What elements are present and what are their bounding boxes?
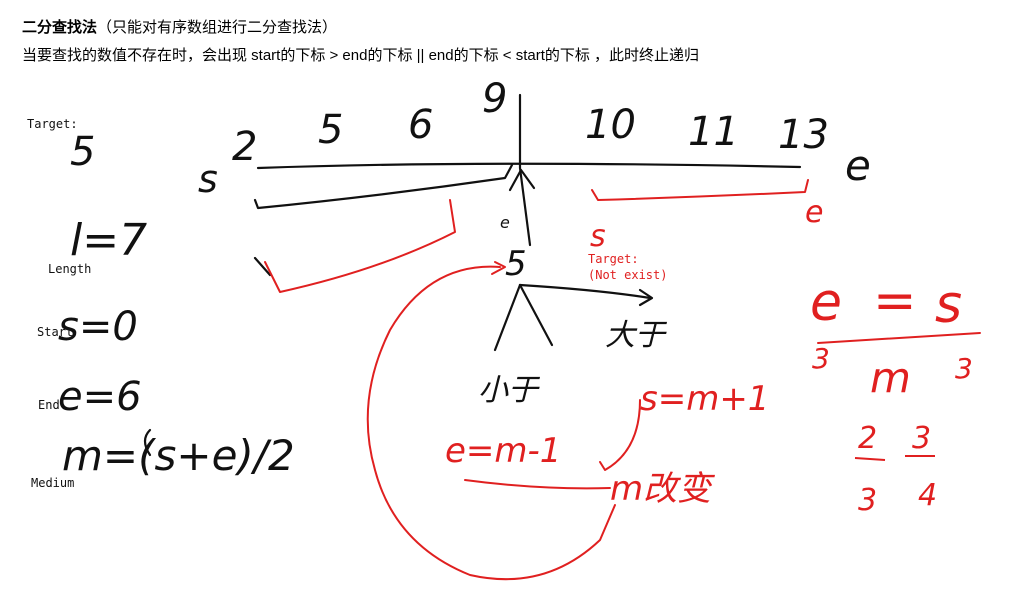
array-value-3: 9 [482, 76, 507, 122]
red-s-marker: s [590, 219, 606, 254]
mid-equation: m=(s+e)/2 [62, 431, 295, 480]
page-title: 二分查找法（只能对有序数组进行二分查找法） [22, 16, 337, 37]
left-range-bracket [253, 163, 514, 210]
array-value-5: 11 [688, 109, 739, 155]
target-value: 5 [70, 129, 95, 175]
branch-right-arrow [638, 288, 654, 307]
red-loop-arrowhead [491, 261, 506, 275]
branch-mid-line [518, 283, 554, 347]
array-value-4: 10 [585, 102, 636, 148]
m-change-label: m改变 [610, 469, 715, 509]
page-subtitle: 当要查找的数值不存在时，会出现 start的下标 > end的下标 || end… [22, 47, 700, 64]
mid-pointer-line [518, 93, 532, 247]
frac-bottom-4: 4 [918, 478, 937, 513]
red-left-range [264, 199, 456, 293]
array-value-6: 13 [778, 112, 829, 158]
connector-length [253, 256, 272, 277]
frac-top-2: 2 [858, 421, 877, 456]
red-fraction-line [817, 332, 981, 344]
medium-paren [143, 428, 152, 457]
eq-equals: = [873, 271, 917, 331]
greater-than-label: 大于 [605, 318, 668, 353]
black-handwriting: 2 5 6 9 10 11 13 5 s e l=7 s=0 e=6 m=(s+… [58, 76, 871, 480]
branch-left-line [493, 283, 522, 352]
label-target: Target: [27, 117, 78, 131]
label-end: End [38, 398, 60, 412]
title-note: （只能对有序数组进行二分查找法） [97, 19, 338, 36]
frac-bottom-3: 3 [858, 483, 877, 518]
start-equation: s=0 [58, 304, 138, 350]
label-length: Length [48, 262, 92, 276]
label-medium: Medium [31, 476, 75, 490]
red-handwriting: e s e=m-1 s=m+1 m改变 e = s 3 m 3 2 3 3 4 [445, 195, 973, 518]
array-value-2: 6 [408, 102, 433, 148]
array-baseline [256, 162, 802, 170]
red-right-range [591, 179, 809, 201]
label-start: Start [37, 325, 74, 339]
s-update-equation: s=m+1 [640, 379, 769, 419]
start-marker: s [198, 157, 218, 201]
mid-e-small: e [500, 213, 510, 232]
end-marker: e [845, 141, 871, 190]
branch-right-line [518, 283, 652, 300]
black-strokes [143, 93, 802, 457]
eq-sub-3a: 3 [812, 342, 830, 375]
frac-line-left [854, 457, 886, 461]
red-frac-lines [854, 455, 935, 461]
eq-e: e [810, 273, 842, 333]
mid-arrowhead [508, 168, 536, 192]
eq-m: m [870, 353, 911, 402]
less-than-label: 小于 [478, 373, 541, 408]
end-equation: e=6 [58, 374, 142, 420]
label-target-red: Target: [588, 252, 639, 266]
red-arrow-e-update [464, 479, 611, 490]
frac-top-3: 3 [912, 421, 931, 456]
eq-sub-3b: 3 [955, 352, 973, 385]
title-main: 二分查找法 [22, 19, 98, 36]
red-arrow-s-update [599, 399, 641, 471]
mid-value: 5 [505, 244, 527, 284]
red-e-marker: e [805, 195, 823, 230]
e-update-equation: e=m-1 [445, 431, 561, 471]
eq-s: s [935, 275, 962, 335]
array-value-0: 2 [232, 124, 257, 170]
red-strokes [264, 179, 981, 581]
length-equation: l=7 [70, 215, 147, 266]
label-not-exist: (Not exist) [588, 268, 668, 282]
red-recursion-loop [366, 265, 616, 581]
array-value-1: 5 [318, 107, 343, 153]
